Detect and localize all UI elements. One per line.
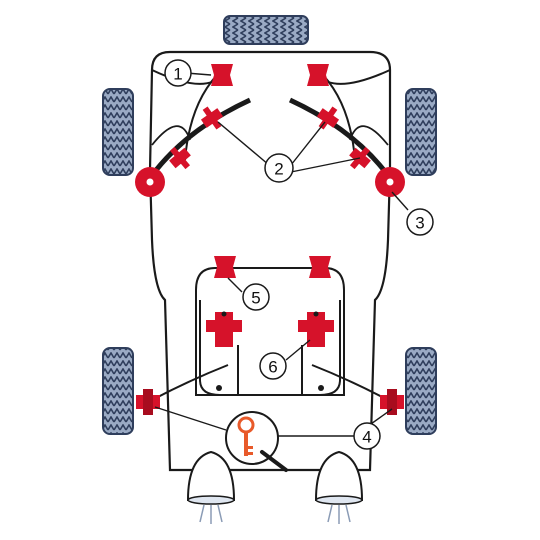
- bush-2-left-lower: [169, 146, 191, 170]
- tyre-icon: [102, 347, 134, 435]
- bush-4-left: [136, 389, 160, 415]
- svg-text:2: 2: [274, 160, 283, 179]
- svg-text:3: 3: [415, 214, 424, 233]
- front-left-arm: [147, 97, 252, 180]
- tyre-icon: [102, 88, 134, 176]
- svg-text:6: 6: [268, 358, 277, 377]
- callout-3: 3: [406, 208, 434, 236]
- tyre-icon: [223, 15, 309, 45]
- bush-4-right: [380, 389, 404, 415]
- callout-4: 4: [353, 422, 381, 450]
- chassis-frame: [148, 50, 392, 472]
- svg-text:1: 1: [173, 65, 182, 84]
- bush-2-left-upper: [200, 106, 224, 130]
- bush-3-left: [135, 167, 165, 197]
- svg-text:4: 4: [362, 428, 371, 447]
- svg-text:5: 5: [251, 289, 260, 308]
- front-right-arm: [288, 97, 393, 180]
- callout-6: 6: [259, 352, 287, 380]
- tyre-icon: [405, 347, 437, 435]
- key-icon: [225, 411, 288, 472]
- bush-5-left: [214, 256, 236, 278]
- exhaust-tip-icon: [186, 450, 236, 524]
- bush-1-right: [307, 64, 329, 86]
- bush-5-right: [309, 256, 331, 278]
- bush-6-right: [298, 311, 334, 347]
- callout-2: 2: [264, 153, 294, 183]
- bush-6-left: [206, 311, 242, 347]
- tyre-icon: [405, 88, 437, 176]
- callout-5: 5: [242, 283, 270, 311]
- bush-1-left: [211, 64, 233, 86]
- callout-1: 1: [164, 59, 192, 87]
- exhaust-tip-icon: [314, 450, 364, 524]
- bush-3-right: [375, 167, 405, 197]
